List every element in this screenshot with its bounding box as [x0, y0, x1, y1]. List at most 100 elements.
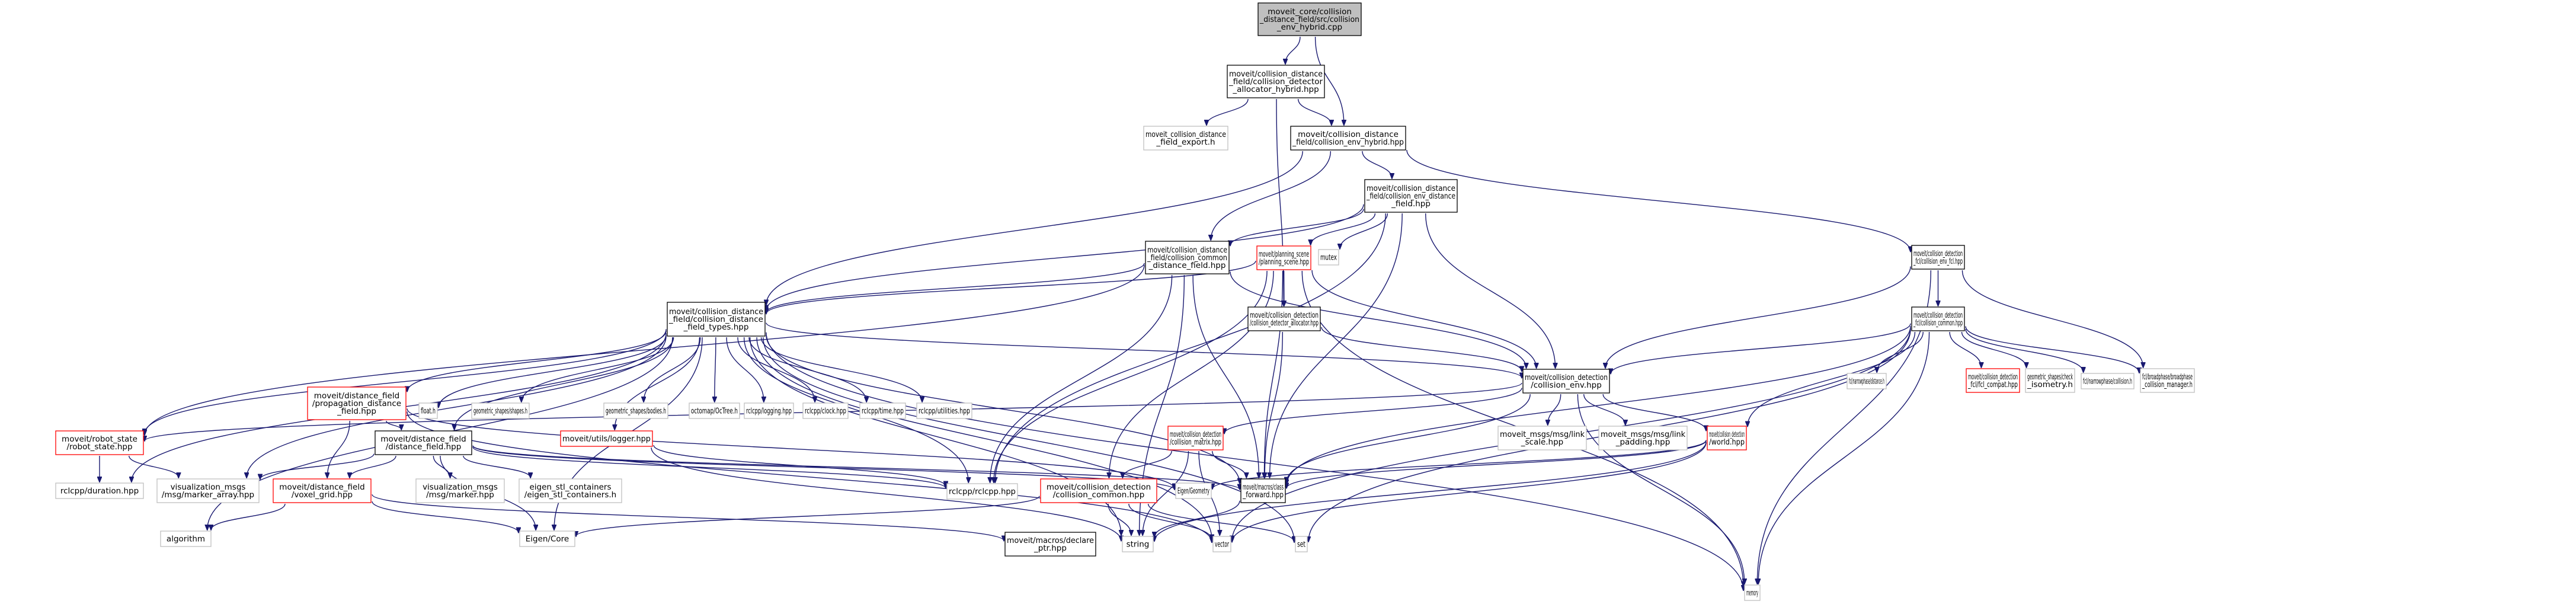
node-label-line: rclcpp/duration.hpp — [60, 487, 139, 496]
node-box — [802, 402, 849, 419]
node-linkpad: moveit_msgs/msg/link_padding.hpp — [1598, 426, 1688, 450]
node-label-line: mutex — [1320, 253, 1337, 263]
edge-world-to-vector — [1232, 442, 1707, 542]
node-label-line: moveit/collision_distance — [669, 307, 763, 317]
node-robotstate[interactable]: moveit/robot_state/robot_state.hpp — [55, 430, 144, 455]
node-label-line: /collision_common.hpp — [1053, 490, 1145, 500]
node-box — [1295, 536, 1308, 552]
node-box — [1522, 369, 1610, 394]
edge-ce-to-classfwd — [1287, 394, 1531, 482]
edge-pdf-to-voxel — [327, 420, 350, 478]
node-declptr[interactable]: moveit/macros/declare_ptr.hpp — [1004, 532, 1096, 557]
edge-fclcommon-to-fclcompat — [1949, 331, 1981, 367]
node-box — [55, 430, 144, 455]
node-label-line: geometric_shapes/shapes.h — [473, 407, 527, 416]
node-label-line: _field.hpp — [337, 407, 376, 416]
edge-cdft-to-robotstate — [145, 329, 667, 433]
node-ceh[interactable]: moveit/collision_distance_field/collisio… — [1290, 126, 1406, 151]
node-voxel[interactable]: moveit/distance_field/voxel_grid.hpp — [273, 478, 372, 503]
edge-voxel-to-algorithm — [211, 503, 286, 530]
node-box — [1240, 478, 1286, 503]
node-label-line: _ptr.hpp — [1033, 544, 1067, 553]
node-world[interactable]: moveit/collision_detection/world.hpp — [1707, 426, 1747, 450]
node-utilities: rclcpp/utilities.hpp — [916, 402, 972, 419]
node-ce[interactable]: moveit/collision_detection/collision_env… — [1522, 369, 1610, 394]
node-label-line: _scale.hpp — [1521, 437, 1564, 447]
node-ps[interactable]: moveit/planning_scene/planning_scene.hpp — [1256, 245, 1311, 270]
node-label-line: _padding.hpp — [1615, 437, 1671, 447]
node-box — [1598, 426, 1688, 450]
node-label-line: _forward.hpp — [1242, 490, 1284, 500]
node-label-line: fcl/narrowphase/collision.h — [2083, 377, 2132, 386]
node-cc[interactable]: moveit/collision_detection/collision_com… — [1040, 478, 1157, 503]
edge-cdah-to-ceh — [1297, 98, 1332, 125]
node-cedf[interactable]: moveit/collision_distance_field/collisio… — [1364, 179, 1458, 213]
edge-cdft-to-ce — [766, 322, 1522, 378]
node-label-line: algorithm — [167, 535, 205, 544]
node-eigenstl: eigen_stl_containers/eigen_stl_container… — [519, 478, 622, 503]
node-cdah[interactable]: moveit/collision_distance_field/collisio… — [1227, 65, 1325, 98]
node-box — [744, 402, 794, 419]
node-label-line: moveit_msgs/msg/link — [1601, 430, 1685, 439]
node-fclcommon[interactable]: moveit/collision_detection_fcl/collision… — [1911, 306, 1965, 331]
node-label-line: moveit/collision_detection — [1170, 430, 1221, 439]
node-export: moveit_collision_distance_field_export.h — [1143, 126, 1228, 151]
node-label-line: moveit/collision_detection — [1525, 373, 1608, 382]
node-classfwd[interactable]: moveit/macros/class_forward.hpp — [1240, 478, 1286, 503]
edge-cedf-to-ps — [1311, 213, 1376, 245]
node-root[interactable]: moveit_core/collision_distance_field/src… — [1257, 2, 1362, 36]
node-box — [1145, 241, 1230, 274]
edge-df-to-rclcpp — [472, 446, 946, 488]
edge-ce-to-cm — [1224, 388, 1522, 434]
node-eigencore: Eigen/Core — [519, 531, 575, 547]
edge-cm-to-string — [1143, 450, 1189, 535]
node-cdft[interactable]: moveit/collision_distance_field/collisio… — [667, 302, 766, 337]
edge-world-to-string — [1154, 442, 1707, 541]
node-box — [307, 386, 407, 420]
node-label-line: fcl/broadphase/broadphase — [2142, 372, 2193, 382]
node-label-line: moveit/collision_detection — [1913, 311, 1963, 320]
node-logger[interactable]: moveit/utils/logger.hpp — [560, 430, 653, 447]
edge-cedf-to-cdft — [766, 204, 1364, 311]
node-label-line: _field/collision_detector — [1228, 77, 1323, 87]
node-box — [1744, 584, 1761, 601]
node-label-line: rclcpp/logging.hpp — [746, 407, 792, 416]
edge-pdf-to-df — [386, 420, 401, 430]
node-label-line: float.h — [421, 407, 436, 416]
node-label-line: /distance_field.hpp — [386, 442, 462, 452]
node-ccdf[interactable]: moveit/collision_distance_field/collisio… — [1145, 241, 1230, 274]
node-clock: rclcpp/clock.hpp — [802, 402, 849, 419]
node-fcldist: fcl/narrowphase/distance.h — [1847, 373, 1887, 389]
edge-classfwd-to-string — [1154, 500, 1240, 537]
edge-cdft-to-markerarray — [247, 336, 667, 478]
edge-pdf-to-vector — [407, 411, 1212, 542]
node-cda[interactable]: moveit/collision_detection/collision_det… — [1247, 306, 1321, 331]
node-cm[interactable]: moveit/collision_detection/collision_mat… — [1167, 426, 1224, 450]
node-label-line: moveit/collision_detection — [1047, 482, 1151, 492]
edge-ccdf-to-ce — [1230, 271, 1527, 368]
node-label-line: _allocator_hybrid.hpp — [1232, 85, 1319, 94]
node-label-line: string — [1127, 540, 1150, 549]
edge-voxel-to-eigencore — [372, 501, 519, 533]
edge-cdft-to-utilities — [760, 337, 923, 402]
node-label-line: /voxel_grid.hpp — [292, 490, 353, 500]
node-label-line: Eigen/Core — [526, 535, 569, 544]
edge-df-to-marker — [433, 455, 450, 478]
node-fclcompat[interactable]: moveit/collision_detection_fcl/fcl_compa… — [1966, 368, 2020, 393]
node-pdf[interactable]: moveit/distance_field/propagation_distan… — [307, 386, 407, 420]
node-box — [1364, 179, 1458, 213]
node-label-line: _collision_manager.h — [2142, 380, 2193, 389]
node-box — [1966, 368, 2020, 393]
node-cefcl[interactable]: moveit/collision_detection_fcl/collision… — [1911, 245, 1965, 270]
node-label-line: rclcpp/time.hpp — [862, 407, 904, 416]
node-algorithm: algorithm — [160, 531, 212, 547]
edge-cdft-to-time — [748, 337, 866, 402]
node-df[interactable]: moveit/distance_field/distance_field.hpp — [375, 430, 472, 455]
node-label-line: rclcpp/clock.hpp — [805, 407, 846, 416]
node-box — [519, 531, 575, 547]
node-box — [160, 531, 212, 547]
node-box — [1212, 536, 1231, 552]
edge-cdft-to-rclcpp — [743, 337, 969, 482]
node-label-line: _field.hpp — [1391, 199, 1431, 209]
edge-cdah-to-export — [1207, 98, 1249, 125]
